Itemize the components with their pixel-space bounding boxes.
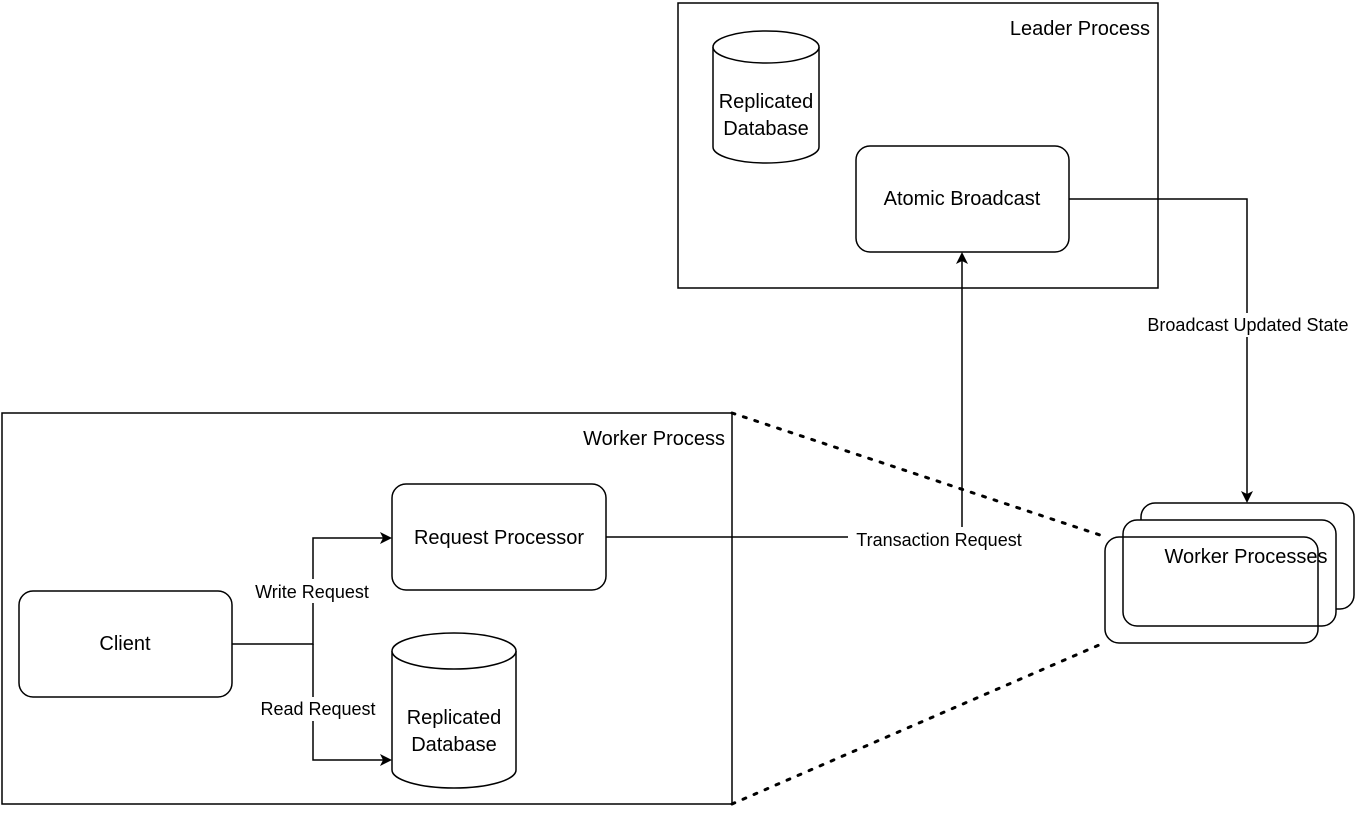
read-request-edge xyxy=(312,644,392,766)
leader-database-label-line1: Replicated xyxy=(719,91,814,113)
read-request-label: Read Request xyxy=(260,699,375,719)
worker-database-label-line2: Database xyxy=(411,734,497,756)
worker-database-label-line1: Replicated xyxy=(407,707,502,729)
transaction-request-label: Transaction Request xyxy=(856,530,1021,550)
atomic-broadcast-node: Atomic Broadcast xyxy=(855,145,1070,253)
leader-replicated-database: Replicated Database xyxy=(712,30,820,164)
transaction-request-edge: Transaction Request xyxy=(606,252,1030,551)
zoom-line-top xyxy=(730,411,1108,539)
atomic-broadcast-label: Atomic Broadcast xyxy=(884,188,1041,210)
worker-replicated-database: Replicated Database xyxy=(391,632,517,789)
client-edges: Write Request Read Request xyxy=(232,532,392,766)
request-processor-label: Request Processor xyxy=(414,527,584,549)
worker-process-box: Worker Process xyxy=(1,412,733,805)
broadcast-updated-state-edge: Broadcast Updated State xyxy=(1069,198,1357,503)
broadcast-updated-state-label: Broadcast Updated State xyxy=(1147,315,1348,335)
client-node: Client xyxy=(18,590,233,698)
worker-processes-label: Worker Processes xyxy=(1164,546,1327,568)
worker-processes-stack: Worker Processes xyxy=(1104,502,1355,644)
worker-process-title: Worker Process xyxy=(583,428,725,450)
leader-process-title: Leader Process xyxy=(1010,18,1150,40)
zoom-line-bottom xyxy=(730,640,1108,806)
write-request-label: Write Request xyxy=(255,582,369,602)
request-processor-node: Request Processor xyxy=(391,483,607,591)
client-label: Client xyxy=(99,633,151,655)
leader-database-label-line2: Database xyxy=(723,118,809,140)
